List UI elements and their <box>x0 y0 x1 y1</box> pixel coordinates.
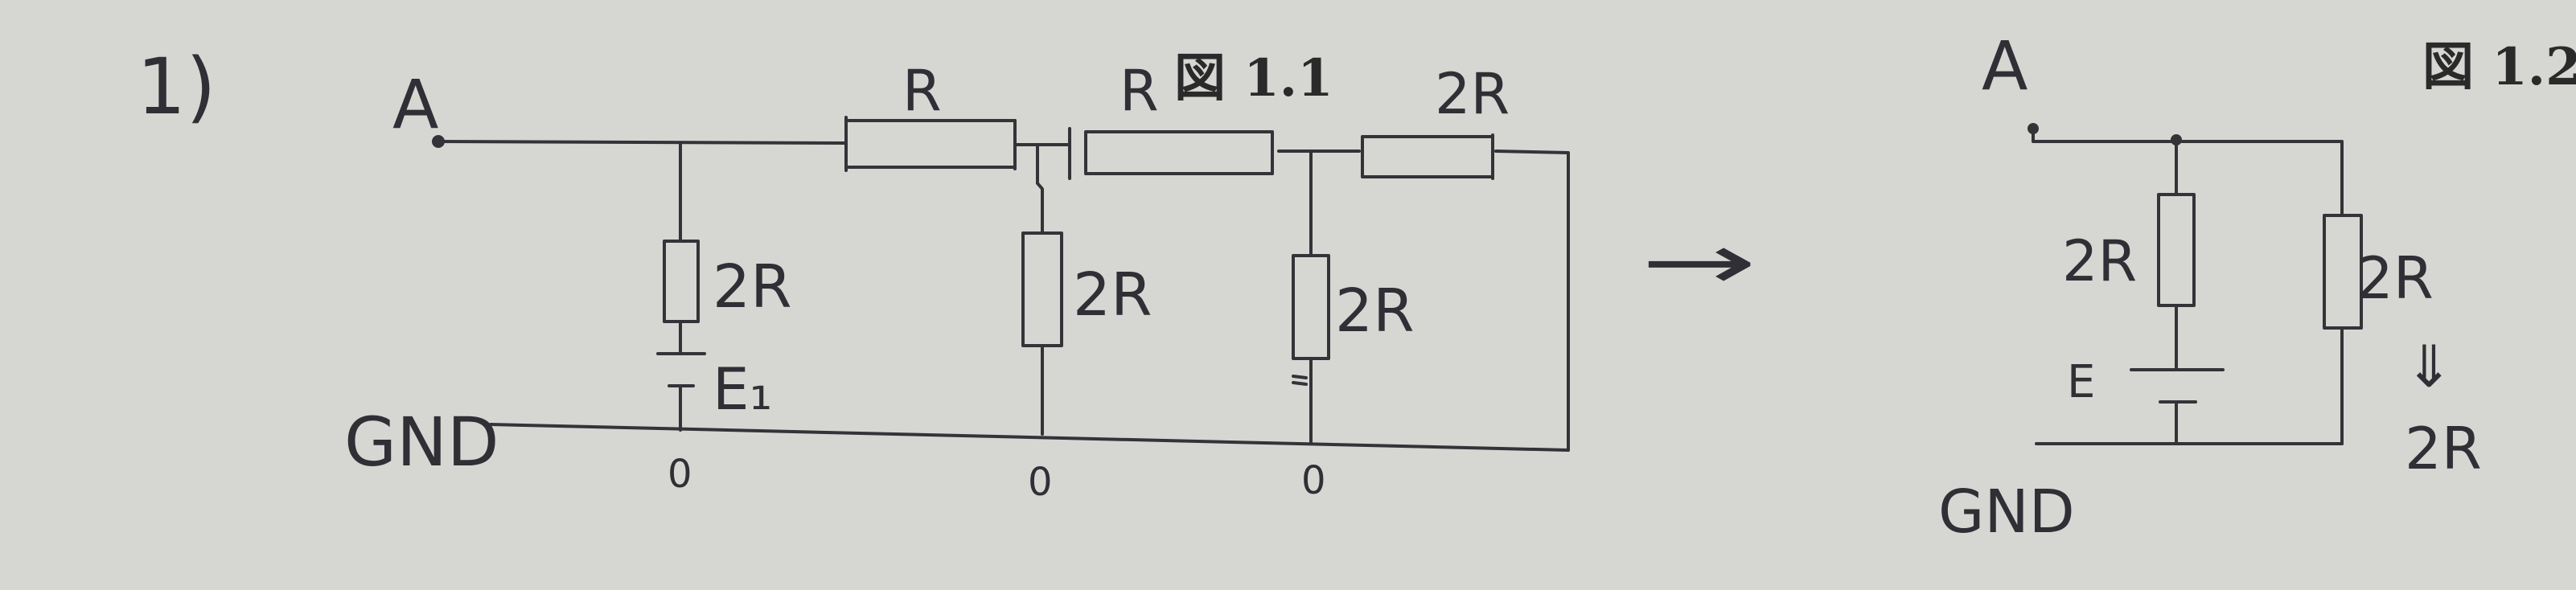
ground2-label: GND <box>1938 477 2075 547</box>
left-branch-label: 2R <box>2062 228 2138 294</box>
figure-2-circuit <box>2028 123 2363 445</box>
figure-2-caption: 図 1.2 <box>2422 37 2576 97</box>
node-1-label: 0 <box>668 452 692 497</box>
branch-resistor-2 <box>1021 231 1063 347</box>
series-resistor-1 <box>844 119 1017 169</box>
series-resistor-3-label: 2R <box>1435 61 1510 127</box>
step-label: 1) <box>137 42 216 132</box>
source2-label: E <box>2067 356 2096 408</box>
node-a2-label: A <box>1982 27 2028 105</box>
equivalence-arrow-icon: ⇓ <box>2405 333 2454 400</box>
transform-arrow-icon: → <box>1641 217 1757 307</box>
figure-1-circuit <box>432 116 1570 452</box>
node-a-label: A <box>392 65 439 144</box>
branch-1-label: 2R <box>713 252 792 322</box>
top-wire <box>437 140 1570 452</box>
ground-label: GND <box>344 403 499 481</box>
left-branch-resistor <box>2157 193 2196 307</box>
series-resistor-1-label: R <box>902 58 942 124</box>
node-2-label: 0 <box>1028 460 1053 505</box>
branch-2-label: 2R <box>1073 260 1152 330</box>
branch-resistor-1 <box>663 240 700 323</box>
series-resistor-2 <box>1084 130 1274 175</box>
series-resistor-3 <box>1361 135 1494 178</box>
figure-1-caption: 図 1.1 <box>1174 48 1333 109</box>
branch-3-label: 2R <box>1335 277 1415 346</box>
top-wire-2 <box>2032 127 2344 217</box>
right-branch-result-label: 2R <box>2405 415 2482 482</box>
node-3-label: 0 <box>1301 458 1326 503</box>
branch-2-wire <box>1036 143 1044 436</box>
branch-resistor-3 <box>1292 254 1330 360</box>
source-label: E₁ <box>713 355 773 423</box>
ground-wire <box>489 423 1570 452</box>
series-resistor-2-label: R <box>1120 58 1159 124</box>
right-branch-label: 2R <box>2356 244 2434 312</box>
